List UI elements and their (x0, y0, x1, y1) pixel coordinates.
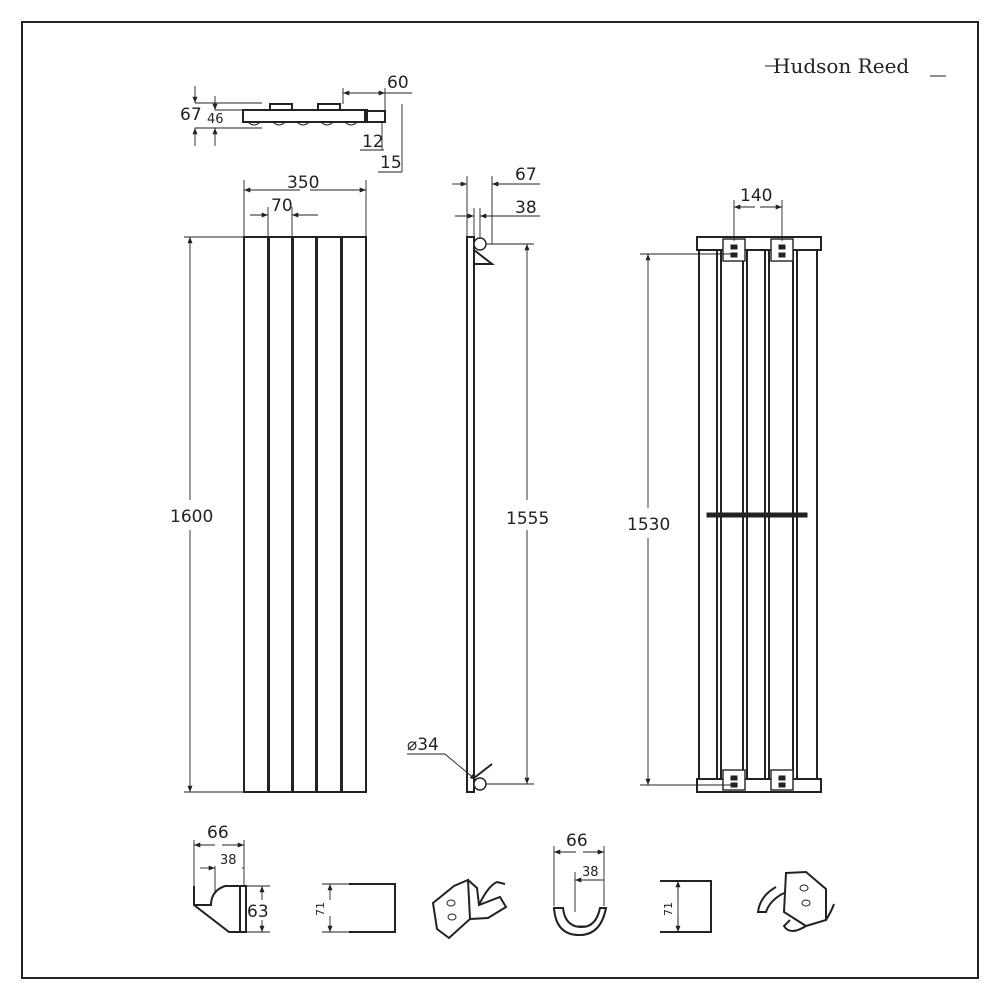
front-column-2 (268, 236, 293, 793)
rear-view: 140 1530 (627, 186, 822, 793)
side-panel (466, 236, 475, 793)
bracket-b-detail: 66 38 71 (552, 831, 835, 937)
rear-centres-label: 1530 (627, 515, 670, 535)
rear-top-bracket-left (722, 238, 746, 262)
bracket-a-plate (349, 883, 396, 933)
bracket-a-width-label: 66 (207, 823, 229, 843)
bracket-b-hook (552, 907, 608, 937)
bracket-b-plate-label: 71 (662, 902, 675, 916)
rear-top-rail (696, 236, 822, 251)
front-width-label: 350 (287, 173, 319, 193)
side-centres-label: 1555 (506, 509, 549, 529)
front-column-3 (292, 236, 317, 793)
side-top-pipe (473, 237, 487, 251)
drawing-border (21, 21, 979, 979)
bracket-b-isometric (756, 870, 835, 932)
bracket-a-hook (193, 885, 241, 933)
brand-name: Hudson Reed (773, 54, 909, 78)
front-column-5 (341, 236, 367, 793)
rear-center-stay (706, 512, 808, 518)
brand-logo: Hudson Reed (765, 54, 946, 78)
front-column-4 (316, 236, 342, 793)
top-bracket-width-label: 60 (387, 73, 409, 93)
front-pitch-label: 70 (271, 196, 293, 216)
top-offset-a-label: 12 (362, 132, 384, 152)
rear-bracket-spacing-label: 140 (740, 186, 772, 206)
bracket-a-isometric (431, 878, 508, 940)
top-offset-b-label: 15 (380, 153, 402, 173)
bracket-a-detail: 66 38 63 71 (193, 823, 508, 940)
bracket-a-height-label: 63 (247, 902, 269, 922)
bracket-a-plate-label: 71 (314, 902, 327, 916)
bracket-b-width-label: 66 (566, 831, 588, 851)
side-depth-label: 67 (515, 165, 537, 185)
side-diameter-label: ⌀34 (407, 735, 439, 755)
bracket-b-plate (660, 880, 712, 933)
bracket-a-offset-label: 38 (220, 853, 237, 868)
bracket-b-offset-label: 38 (582, 865, 599, 880)
top-body-depth-label: 46 (207, 112, 224, 127)
rear-top-bracket-right (770, 238, 794, 262)
top-view-brackets (269, 103, 341, 110)
rear-bottom-rail (696, 778, 822, 793)
top-depth-label: 67 (180, 105, 202, 125)
top-view-body (242, 109, 368, 123)
front-view: 350 70 1600 (170, 173, 367, 793)
side-view: 67 38 1555 ⌀34 (407, 165, 549, 793)
top-view: 67 46 60 12 15 (180, 73, 412, 173)
front-height-label: 1600 (170, 507, 213, 527)
front-column-1 (243, 236, 269, 793)
side-offset-label: 38 (515, 198, 537, 218)
